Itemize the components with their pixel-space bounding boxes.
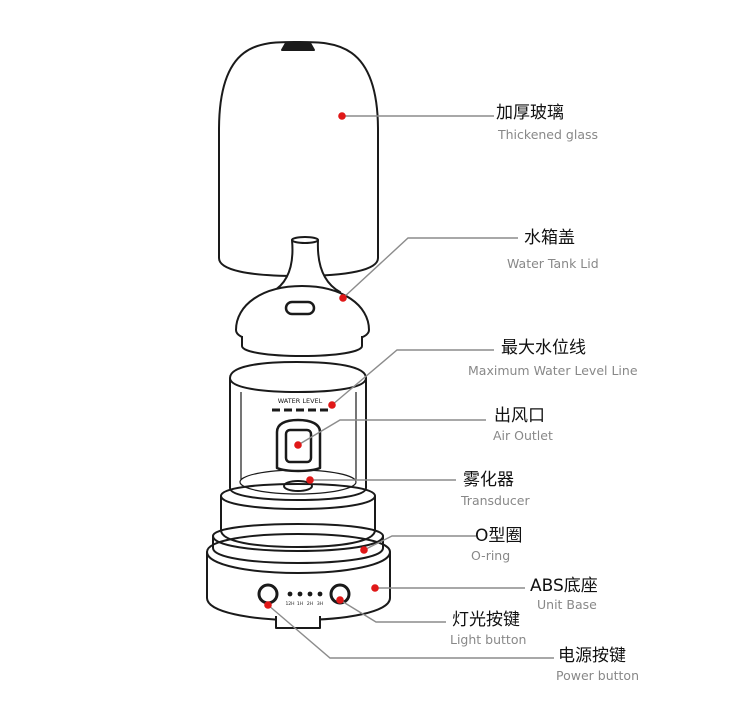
- label-water-tank-lid-en: Water Tank Lid: [507, 256, 599, 271]
- callout-dot-unit-base: [371, 584, 379, 592]
- timer-indicator-dots: [287, 591, 323, 597]
- o-ring-top: [212, 523, 384, 537]
- label-thickened-glass-en: Thickened glass: [498, 127, 598, 142]
- leader-power-button: [267, 604, 554, 659]
- dome-top-vent: [281, 42, 315, 51]
- svg-text:3H: 3H: [317, 601, 323, 607]
- unit-base-foot: [275, 616, 321, 629]
- label-power-button-zh: 电源按键: [558, 646, 626, 666]
- label-water-tank-lid-zh: 水箱盖: [524, 228, 575, 248]
- label-max-water-level-en: Maximum Water Level Line: [468, 363, 638, 378]
- glass-dome: [218, 40, 379, 277]
- label-o-ring-zh: O型圈: [475, 526, 523, 546]
- label-air-outlet-zh: 出风口: [494, 406, 545, 426]
- label-max-water-level-zh: 最大水位线: [501, 338, 586, 358]
- o-ring-band: [212, 535, 384, 564]
- leader-o-ring: [363, 535, 476, 551]
- water-tank-inner-wall: [240, 392, 357, 480]
- reservoir-body: [220, 495, 376, 548]
- light-button-ring: [257, 583, 279, 605]
- leader-air-outlet: [297, 419, 486, 446]
- label-transducer-zh: 雾化器: [463, 470, 514, 490]
- label-light-button-zh: 灯光按键: [452, 610, 520, 630]
- label-unit-base-en: Unit Base: [537, 597, 597, 612]
- label-thickened-glass-zh: 加厚玻璃: [496, 103, 564, 123]
- callout-dot-o-ring: [360, 546, 368, 554]
- callout-dot-max-water-level: [328, 401, 336, 409]
- leader-water-tank-lid: [342, 237, 518, 299]
- callout-dot-transducer: [306, 476, 314, 484]
- callout-dot-water-tank-lid: [339, 294, 347, 302]
- label-light-button-en: Light button: [450, 632, 527, 647]
- timer-indicator-labels: 12H 1H 2H 3H: [285, 601, 323, 607]
- label-transducer-en: Transducer: [461, 493, 530, 508]
- lid-nozzle-top: [291, 236, 319, 244]
- lid-slot: [284, 300, 316, 316]
- label-o-ring-en: O-ring: [471, 548, 511, 563]
- callout-dot-air-outlet: [294, 441, 302, 449]
- label-unit-base-zh: ABS底座: [530, 576, 598, 596]
- callout-dot-power-button: [264, 601, 272, 609]
- label-air-outlet-en: Air Outlet: [493, 428, 553, 443]
- svg-text:12H: 12H: [285, 601, 294, 607]
- leader-max-water-level: [331, 349, 494, 406]
- leader-light-button: [339, 599, 446, 623]
- callout-dot-light-button: [336, 596, 344, 604]
- lid-rim: [241, 336, 363, 357]
- svg-text:2H: 2H: [307, 601, 313, 607]
- water-level-print: WATER LEVEL: [278, 397, 323, 405]
- water-tank-rim: [229, 377, 367, 393]
- svg-text:1H: 1H: [297, 601, 303, 607]
- reservoir-top: [220, 483, 376, 497]
- callout-dot-thickened-glass: [338, 112, 346, 120]
- label-power-button-en: Power button: [556, 668, 639, 683]
